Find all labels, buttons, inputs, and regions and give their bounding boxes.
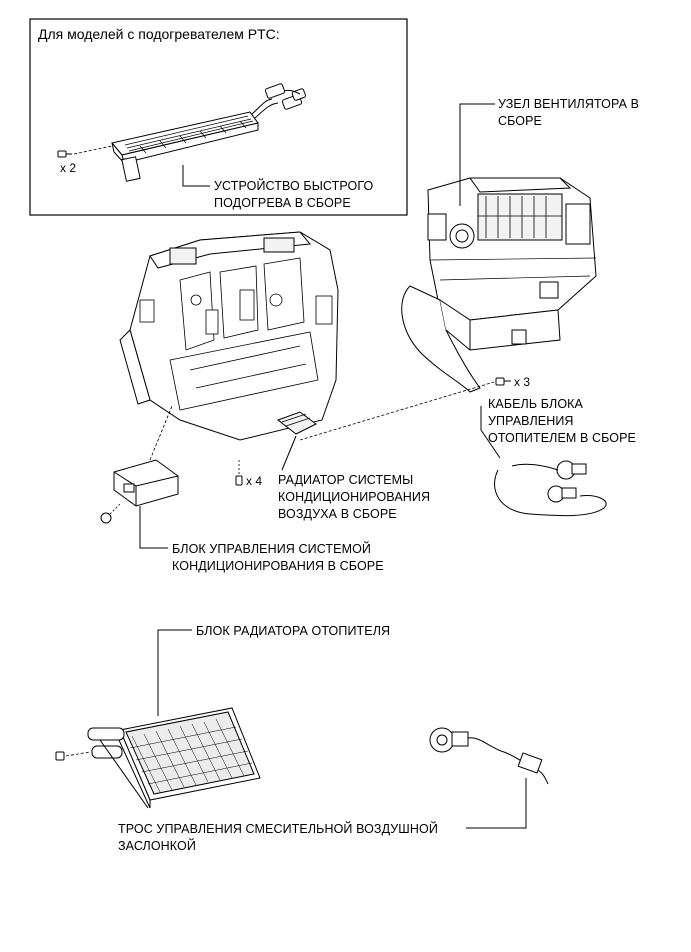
inset-title: Для моделей с подогревателем PTC: (38, 26, 280, 42)
evap-leader (281, 435, 297, 471)
evaporator-case-drawing (119, 231, 339, 441)
cable-label-line2: УПРАВЛЕНИЯ (488, 414, 574, 428)
heater-core-label: БЛОК РАДИАТОРА ОТОПИТЕЛЯ (196, 624, 391, 638)
damper-leader (466, 778, 527, 829)
cable-label-line1: КАБЕЛЬ БЛОКА (488, 397, 583, 411)
heater-cable-drawing (494, 460, 607, 517)
ptc-heater-label-line1: УСТРОЙСТВО БЫСТРОГО (214, 179, 374, 193)
ptc-screw-drawing (57, 145, 113, 158)
evaporator-label-line2: КОНДИЦИОНИРОВАНИЯ (278, 490, 431, 504)
ptc-screw-quantity: x 2 (60, 161, 77, 175)
ptc-heater-drawing (111, 83, 306, 182)
evap-screw-quantity: x 4 (246, 474, 263, 488)
heater-core-leader (157, 629, 192, 716)
heater-core-screw-drawing (55, 751, 91, 761)
ptc-leader (182, 165, 210, 187)
damper-cable-label-line1: ТРОС УПРАВЛЕНИЯ СМЕСИТЕЛЬНОЙ ВОЗДУШНОЙ (118, 822, 438, 836)
ecu-screw-drawing (100, 503, 121, 524)
evap-screw-drawing (235, 460, 243, 486)
damper-cable-label-line2: ЗАСЛОНКОЙ (118, 839, 196, 853)
damper-cable-drawing (429, 727, 549, 785)
evaporator-label-line1: РАДИАТОР СИСТЕМЫ (278, 473, 414, 487)
cable-label-line3: ОТОПИТЕЛЕМ В СБОРЕ (488, 431, 636, 445)
dashed-link-blower (299, 381, 495, 441)
blower-label-line1: УЗЕЛ ВЕНТИЛЯТОРА В (498, 97, 640, 111)
blower-screw-quantity: x 3 (514, 375, 531, 389)
ac-ecu-drawing (113, 459, 179, 507)
blower-screw-drawing (495, 377, 511, 386)
ptc-heater-label-line2: ПОДОГРЕВА В СБОРЕ (214, 196, 351, 210)
ecu-label-line2: КОНДИЦИОНИРОВАНИЯ В СБОРЕ (172, 559, 384, 573)
heater-core-drawing (87, 707, 261, 809)
blower-leader (459, 103, 495, 206)
evaporator-label-line3: ВОЗДУХА В СБОРЕ (278, 507, 397, 521)
blower-label-line2: СБОРЕ (498, 114, 542, 128)
dashed-link-ecu (149, 405, 173, 461)
ecu-label-line1: БЛОК УПРАВЛЕНИЯ СИСТЕМОЙ (172, 542, 372, 556)
blower-assembly-drawing (401, 177, 597, 393)
cable-leader (480, 406, 501, 459)
ecu-leader (139, 506, 168, 549)
inset-frame (29, 18, 408, 216)
